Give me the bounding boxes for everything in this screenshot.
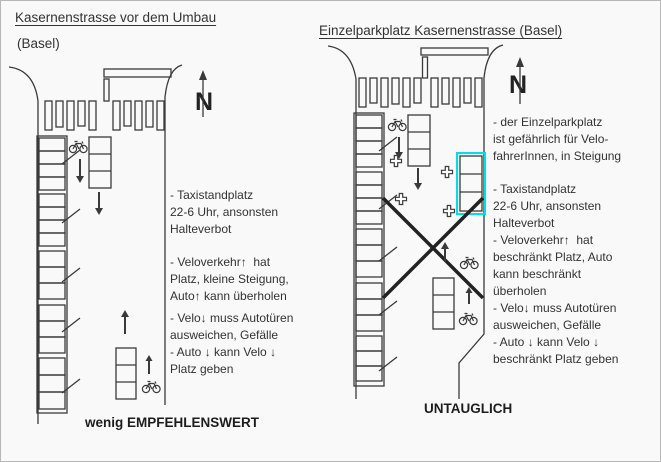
down-arrow-icon: [414, 168, 422, 190]
note-line: - Veloverkehr↑ hat: [170, 255, 271, 269]
right-verdict-caption: UNTAUGLICH: [424, 401, 513, 416]
note-taxi-block: - Taxistandplatz 22-6 Uhr, ansonsten Hal…: [170, 187, 293, 238]
note-line: 22-6 Uhr, ansonsten: [170, 205, 279, 219]
note-line: 22-6 Uhr, ansonsten: [493, 199, 602, 213]
note-velo-up-block: - Veloverkehr↑ hat beschränkt Platz, Aut…: [493, 232, 621, 300]
up-arrow-icon: [441, 242, 449, 262]
north-arrowhead-icon: [516, 57, 524, 67]
note-line: überholen: [493, 284, 547, 298]
left-notes: - Taxistandplatz 22-6 Uhr, ansonsten Hal…: [170, 187, 293, 378]
bicycle-icon: [458, 312, 478, 326]
parking-bay-south: [115, 347, 137, 400]
note-line: fahrerInnen, in Steigung: [493, 149, 622, 163]
tram-platform: [420, 47, 489, 79]
note-velo-up-block: - Veloverkehr↑ hat Platz, kleine Steigun…: [170, 254, 293, 305]
street-edges: [327, 44, 504, 399]
north-compass: N: [195, 70, 213, 117]
note-line: - Veloverkehr↑ hat: [493, 233, 594, 247]
up-arrow-icon: [465, 287, 473, 304]
tram-platform: [103, 68, 172, 102]
bicycle-icon: [387, 118, 407, 132]
crosswalk: [44, 100, 165, 131]
parking-strip: [36, 135, 81, 414]
bicycle-icon: [459, 256, 479, 270]
note-line: Auto↑ kann überholen: [170, 289, 287, 303]
down-arrow-icon: [76, 159, 84, 183]
left-diagram-subtitle: (Basel): [17, 36, 60, 51]
left-street-diagram: N: [8, 64, 213, 424]
down-arrow-icon: [95, 192, 103, 215]
north-compass: N: [509, 57, 527, 104]
note-line: beschränkt Platz, Auto: [493, 250, 613, 264]
note-line: ist gefährlich für Velo-: [493, 132, 609, 146]
up-arrow-icon: [121, 310, 129, 334]
door-swing-ticks: [61, 149, 81, 394]
note-line: - Velo↓ muss Autotüren: [493, 301, 617, 315]
right-street-diagram: N: [327, 44, 527, 399]
note-line: - Taxistandplatz: [170, 188, 254, 202]
note-velo-down-block: - Velo↓ muss Autotüren ausweichen, Gefäl…: [493, 300, 621, 368]
right-notes: - der Einzelparkplatz ist gefährlich für…: [493, 114, 621, 368]
bicycle-icon: [141, 380, 161, 394]
note-taxi-block: - Taxistandplatz 22-6 Uhr, ansonsten Hal…: [493, 181, 621, 232]
up-arrow-icon: [145, 355, 153, 374]
note-line: Halteverbot: [170, 222, 232, 236]
note-line: - Taxistandplatz: [493, 182, 577, 196]
note-line: Platz, kleine Steigung,: [170, 272, 289, 286]
plus-marker-icon: [442, 204, 456, 218]
note-line: ausweichen, Gefälle: [170, 328, 279, 342]
note-velo-down-block: - Velo↓ muss Autotüren ausweichen, Gefäl…: [170, 310, 293, 378]
note-line: Halteverbot: [493, 216, 555, 230]
note-danger-block: - der Einzelparkplatz ist gefährlich für…: [493, 114, 621, 165]
down-arrow-icon: [395, 137, 403, 159]
highlight-frame: [456, 152, 486, 215]
parking-strip: [353, 112, 398, 387]
note-line: ausweichen, Gefälle: [493, 318, 602, 332]
compass-letter: N: [509, 71, 527, 99]
right-diagram-title: Einzelparkplatz Kasernenstrasse (Basel): [319, 23, 563, 38]
taxi-stand: [407, 114, 431, 167]
note-line: - der Einzelparkplatz: [493, 115, 603, 129]
plus-marker-icon: [394, 192, 408, 206]
left-diagram-title: Kasernenstrasse vor dem Umbau: [15, 10, 217, 25]
note-line: beschränkt Platz geben: [493, 352, 619, 366]
north-arrowhead-icon: [199, 70, 207, 80]
crosswalk: [358, 77, 483, 108]
crossed-out-x: [381, 196, 485, 300]
parking-bay-south: [432, 277, 455, 330]
note-line: - Velo↓ muss Autotüren: [170, 311, 294, 325]
plus-marker-icon: [440, 165, 454, 179]
highlighted-single-parking-space: [456, 152, 486, 215]
note-line: - Auto ↓ kann Velo ↓: [493, 335, 600, 349]
note-line: - Auto ↓ kann Velo ↓: [170, 345, 277, 359]
note-line: kann beschränkt: [493, 267, 582, 281]
left-verdict-caption: wenig EMPFEHLENSWERT: [85, 415, 260, 430]
note-line: Platz geben: [170, 362, 234, 376]
taxi-stand: [88, 136, 112, 189]
compass-letter: N: [195, 88, 213, 116]
